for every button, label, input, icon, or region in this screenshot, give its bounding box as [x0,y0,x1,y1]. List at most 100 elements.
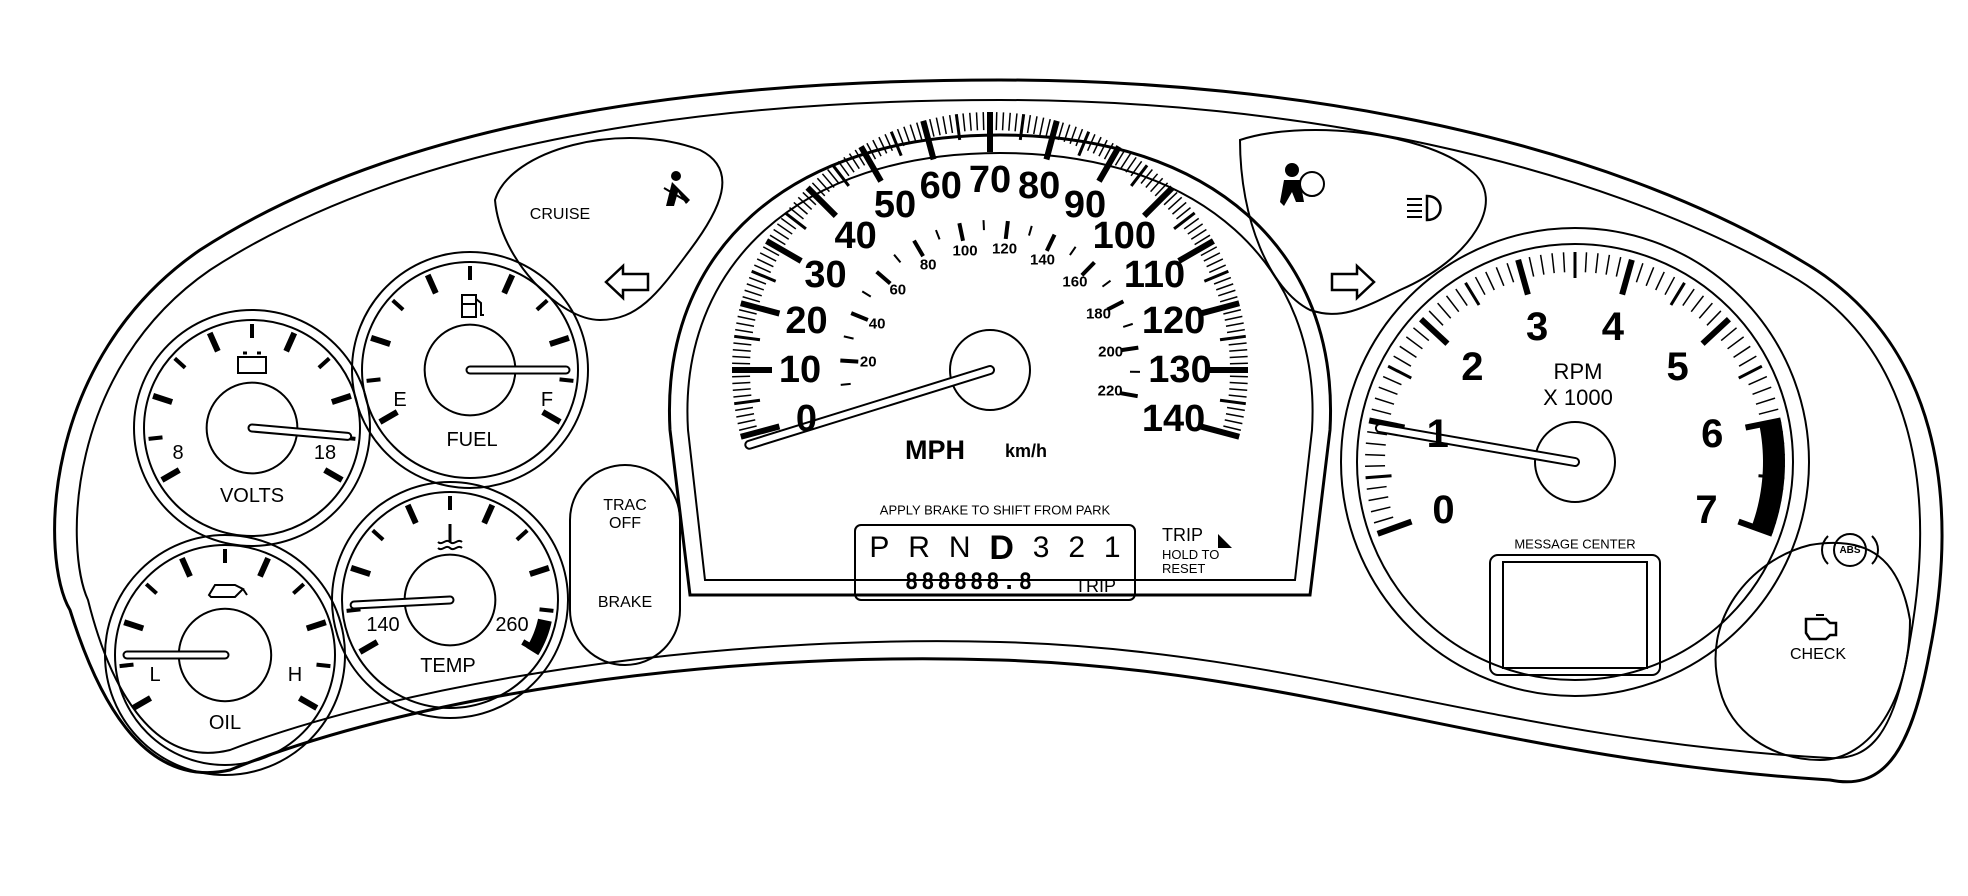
rpm-tick [1428,310,1444,326]
rpm-tick [1437,302,1452,319]
mph-label: 140 [1141,398,1206,441]
mph-tick [1125,156,1137,173]
volts-tick [323,467,344,483]
volts-min-label: 8 [172,442,184,464]
mph-tick [733,342,752,346]
mph-tick [1018,114,1026,141]
mph-tick [737,315,756,321]
mph-tick [954,114,962,141]
mph-tick [1219,334,1246,342]
mph-label: 0 [795,398,818,441]
rpm-label: 0 [1432,487,1455,532]
rpm-tick [1378,386,1398,396]
oil-title: OIL [208,712,242,734]
mph-tick [734,334,761,342]
mph-tick [1069,126,1077,145]
trip-button-line1: HOLD TO [1162,547,1220,562]
mph-tick [1225,412,1244,418]
rpm-tick [1645,267,1655,287]
mph-tick [854,149,866,166]
oil-tick [131,695,153,711]
mph-tick [1224,419,1243,425]
temp-tick [528,565,550,577]
gear-1: 1 [1103,531,1121,564]
mph-label: 30 [804,254,847,296]
volts-tick [148,435,163,441]
mph-tick [734,398,761,406]
mph-tick [1229,355,1248,359]
fuel-tick [535,298,549,312]
mph-tick [732,355,751,359]
mph-tick [1172,201,1187,215]
check-pod [1714,541,1912,762]
mph-tick [1130,164,1149,187]
mph-tick [816,177,830,193]
coolant-temp-icon [437,524,463,551]
rpm-tick [1738,364,1763,380]
mph-tick [884,134,894,152]
trip-button-line2: RESET [1162,561,1206,576]
rpm-tick [1700,316,1731,346]
gear-r: R [908,531,930,564]
mph-label: 10 [778,349,822,391]
mph-tick [1142,185,1175,218]
volts-tick [160,467,181,483]
temp-bezel [341,491,559,709]
fuel-tick [378,409,399,425]
mph-tick [1194,234,1211,246]
rpm-tick [1669,282,1686,306]
rpm-tick [1698,302,1713,319]
oil-tick [305,619,327,632]
airbag-pod [1238,129,1487,315]
fuel-bezel-outer [351,251,589,489]
kmh-label: 160 [1062,273,1088,291]
rpm-tick [1733,345,1751,358]
mph-tick [738,425,757,431]
mph-tick [1219,398,1246,406]
mph-tick [1103,142,1114,160]
mph-tick [793,201,808,215]
mph-tick [866,142,877,160]
kmh-tick [1080,260,1096,277]
kmh-tick [1003,220,1010,240]
rpm-tick [1690,295,1705,313]
mph-tick [903,126,911,145]
trip-reset-button[interactable]: TRIP HOLD TO RESET [1160,524,1230,584]
rpm-label: 5 [1666,344,1689,389]
gear-p: P [869,531,890,564]
mph-tick [1223,309,1242,315]
mph-tick [916,122,923,141]
mph-tick [1098,139,1108,157]
kmh-tick [850,311,869,322]
gear-2: 2 [1068,531,1086,564]
fuel-tick [366,377,381,383]
mph-tick [975,112,979,131]
kmh-unit-label: km/h [1005,441,1048,461]
kmh-label: 60 [889,281,907,299]
mph-tick [1130,160,1143,177]
mph-label: 70 [968,159,1012,201]
mph-tick [1008,112,1011,131]
brake-label: BRAKE [597,594,653,611]
mph-tick [744,289,762,297]
mph-tick [769,234,786,246]
rpm-label: 7 [1695,487,1718,532]
rpm-tick [1370,506,1391,513]
mph-label: 80 [1018,165,1061,208]
mph-tick [896,128,905,147]
mph-tick [969,112,972,131]
mph-tick [1176,207,1191,220]
mph-tick [740,423,781,440]
shift-notice: APPLY BRAKE TO SHIFT FROM PARK [879,502,1111,518]
mph-tick [1167,196,1183,210]
oil-tick [119,662,134,669]
message-window-outer [1489,554,1661,676]
mph-label: 100 [1092,214,1157,257]
mph-tick [748,276,767,285]
kmh-label: 220 [1097,382,1123,400]
mph-tick [1187,223,1204,235]
temp-tick [358,639,379,655]
volts-tick [206,331,221,353]
volts-tick [317,356,331,370]
mph-tick [1026,115,1032,134]
